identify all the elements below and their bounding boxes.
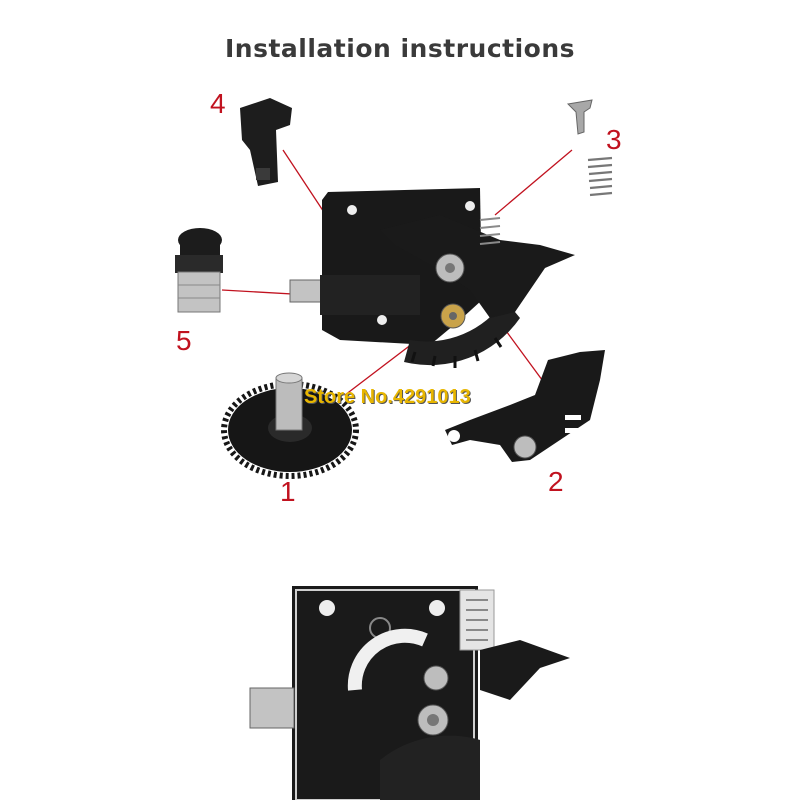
part-5-pushfit-connector (175, 228, 223, 313)
main-extruder-assembly (289, 188, 575, 368)
store-watermark: Store No.4291013 (304, 386, 471, 408)
callout-3: 3 (606, 124, 622, 155)
part-3-screw-spring (566, 99, 613, 197)
callout-2: 2 (548, 466, 564, 497)
callout-1: 1 (280, 476, 296, 507)
assembled-extruder-view (249, 586, 570, 800)
callout-5: 5 (176, 325, 192, 356)
part-2-lever-arm (445, 350, 605, 462)
part-4-lever-cap (240, 98, 292, 186)
page-title: Installation instructions (224, 34, 576, 63)
part-1-gear (221, 372, 359, 479)
callout-4: 4 (210, 88, 226, 119)
